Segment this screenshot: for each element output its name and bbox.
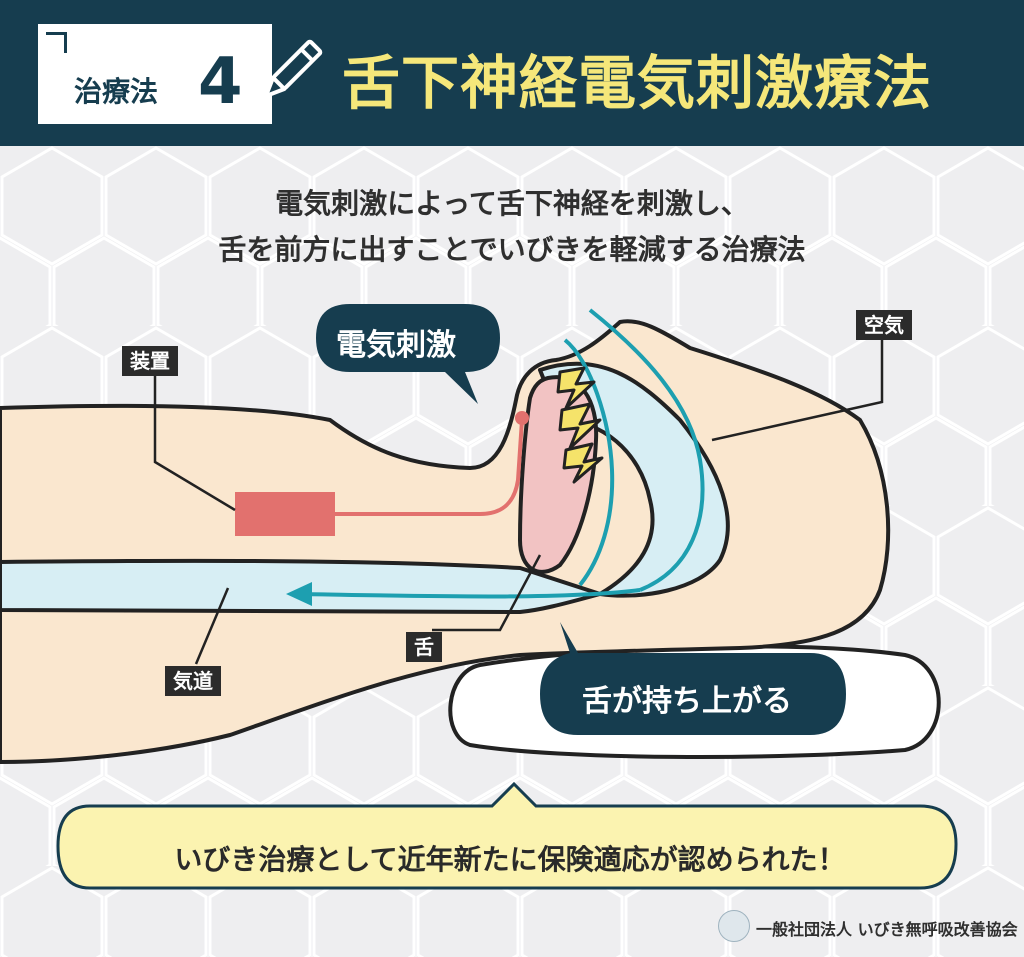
airflow-line-2 [588, 308, 705, 592]
lightning-icon [556, 366, 604, 484]
tongue-leader [432, 554, 542, 632]
badge-number: 4 [198, 45, 243, 119]
badge-label: 治療法 [74, 75, 159, 108]
insurance-note: いびき治療として近年新たに保険適応が認められた！ [174, 843, 846, 876]
device-leader [153, 374, 236, 512]
stimulation-bubble [316, 304, 500, 404]
airway-tag: 気道 [165, 666, 221, 696]
airway-leader [194, 587, 230, 665]
electrode-dot [515, 411, 529, 425]
air-tag: 空気 [856, 310, 912, 340]
airflow-line-1 [563, 338, 615, 587]
airway-tube [0, 558, 607, 615]
method-badge: 治療法 4 [38, 24, 272, 124]
page-title: 舌下神経電気刺激療法 [342, 49, 933, 117]
tongue-tag: 舌 [406, 632, 442, 662]
association-name: 一般社団法人 いびき無呼吸改善協会 [756, 920, 1018, 939]
stimulation-label: 電気刺激 [336, 328, 456, 363]
tongue-lifts-label: 舌が持ち上がる [582, 684, 792, 719]
tongue-lifts-bubble [540, 622, 846, 735]
device-lead [335, 419, 524, 516]
air-leader [711, 336, 884, 442]
device-box [235, 492, 335, 536]
note-box [56, 781, 958, 890]
airflow-arrow [299, 588, 641, 599]
airflow-arrowhead [286, 582, 312, 606]
header-bar: 治療法 4 舌下神経電気刺激療法 [0, 0, 1024, 146]
subtitle-line-1: 電気刺激によって舌下神経を刺激し、 [275, 187, 749, 220]
device-tag: 装置 [122, 346, 178, 376]
badge-corner-mark [46, 32, 67, 53]
subtitle-line-2: 舌を前方に出すことでいびきを軽減する治療法 [218, 233, 806, 266]
association-logo-icon [718, 910, 750, 942]
pencil-icon [263, 39, 323, 99]
